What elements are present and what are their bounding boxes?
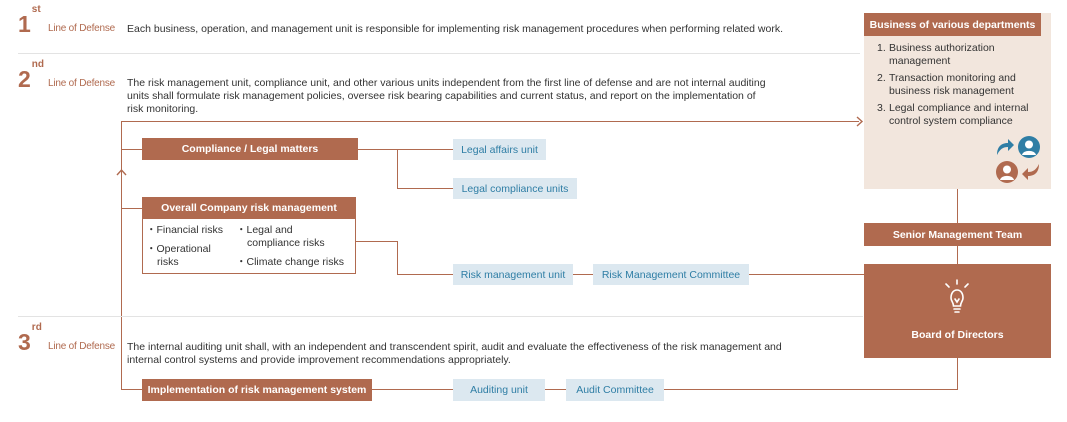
return-arrow-icon bbox=[1022, 164, 1039, 180]
risk-management-committee-box: Risk Management Committee bbox=[593, 264, 749, 285]
divider bbox=[18, 316, 863, 317]
connector bbox=[397, 241, 398, 275]
arrow-up-icon bbox=[116, 168, 127, 176]
connector bbox=[957, 189, 958, 223]
second-line-description: The risk management unit, compliance uni… bbox=[127, 77, 766, 115]
connector bbox=[358, 149, 453, 150]
risk-item-financial: ・Financial risks bbox=[146, 224, 224, 236]
first-line-number: 1st bbox=[18, 4, 41, 37]
arrow-right-icon bbox=[856, 116, 864, 127]
departments-panel bbox=[864, 13, 1051, 189]
share-arrow-icon bbox=[997, 139, 1014, 155]
auditing-unit-box: Auditing unit bbox=[453, 379, 545, 401]
second-line-number: 2nd bbox=[18, 59, 45, 92]
feedback-line-horizontal bbox=[121, 121, 859, 122]
connector bbox=[397, 188, 453, 189]
connector bbox=[356, 241, 398, 242]
implementation-box: Implementation of risk management system bbox=[142, 379, 372, 401]
person-icon bbox=[1018, 136, 1040, 158]
risk-item-operational: ・Operational risks bbox=[146, 243, 211, 268]
divider bbox=[18, 53, 860, 54]
connector bbox=[957, 246, 958, 264]
connector bbox=[397, 149, 398, 189]
second-line-label: Line of Defense bbox=[48, 78, 116, 89]
senior-management-box: Senior Management Team bbox=[864, 223, 1051, 246]
risk-item-legal-compliance: ・Legal and compliance risks bbox=[236, 224, 325, 249]
third-line-number: 3rd bbox=[18, 322, 42, 355]
audit-committee-box: Audit Committee bbox=[566, 379, 664, 401]
third-line-label: Line of Defense bbox=[48, 341, 116, 352]
overall-risk-title: Overall Company risk management bbox=[142, 197, 356, 219]
legal-compliance-units-box: Legal compliance units bbox=[453, 178, 577, 199]
third-line-description: The internal auditing unit shall, with a… bbox=[127, 341, 782, 366]
connector bbox=[957, 358, 958, 390]
departments-title: Business of various departments bbox=[864, 13, 1041, 36]
compliance-legal-box: Compliance / Legal matters bbox=[142, 138, 358, 160]
lightbulb-icon bbox=[945, 279, 969, 313]
connector bbox=[372, 389, 958, 390]
feedback-line-vertical bbox=[121, 122, 122, 389]
connector bbox=[121, 208, 143, 209]
risk-management-unit-box: Risk management unit bbox=[453, 264, 573, 285]
first-line-description: Each business, operation, and management… bbox=[127, 23, 784, 35]
first-line-label: Line of Defense bbox=[48, 23, 116, 34]
risk-item-climate-change: ・Climate change risks bbox=[236, 256, 344, 268]
connector bbox=[121, 149, 143, 150]
connector bbox=[121, 389, 143, 390]
person-icon bbox=[996, 161, 1018, 183]
legal-affairs-unit-box: Legal affairs unit bbox=[453, 139, 546, 160]
